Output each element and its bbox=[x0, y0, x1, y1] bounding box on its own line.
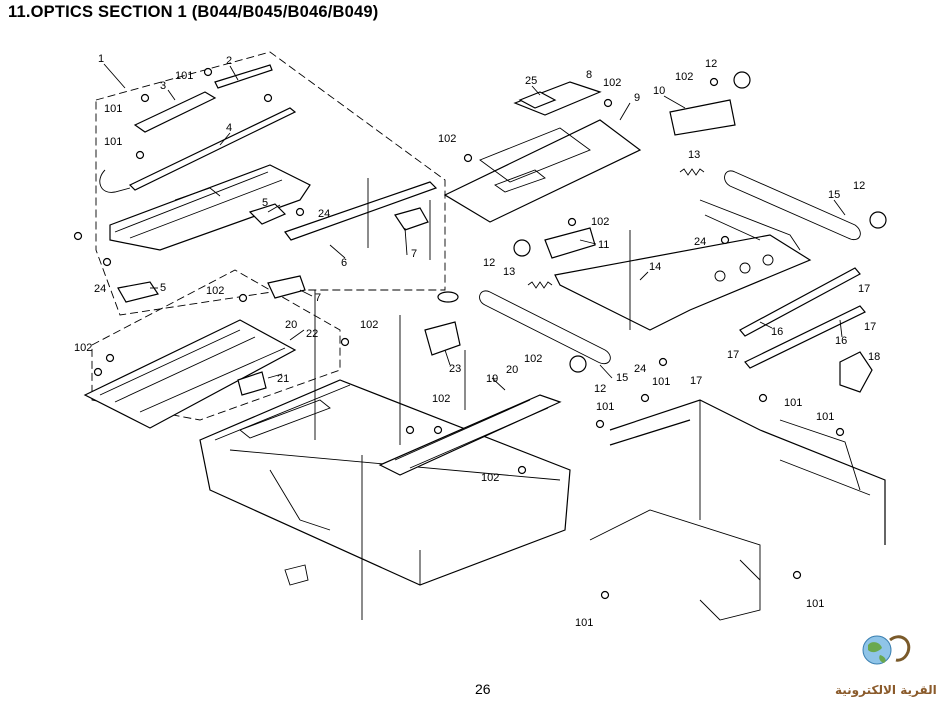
callout-19: 19 bbox=[486, 373, 498, 385]
callout-24-a: 24 bbox=[318, 208, 330, 220]
callout-13-lower: 13 bbox=[503, 266, 515, 278]
callout-102-c: 102 bbox=[360, 319, 378, 331]
callout-1: 1 bbox=[98, 53, 104, 65]
lens-block-23 bbox=[424, 321, 461, 356]
guide-rail-16-upper bbox=[739, 267, 861, 337]
right-frame bbox=[609, 399, 886, 545]
pulley-12-b bbox=[869, 211, 887, 229]
second-carriage-plate-20 bbox=[83, 319, 297, 429]
pulley-12-d bbox=[569, 355, 587, 373]
callout-20-right: 20 bbox=[506, 364, 518, 376]
callout-102-i: 102 bbox=[432, 393, 450, 405]
callout-16-upper: 16 bbox=[771, 326, 783, 338]
callout-22: 22 bbox=[306, 328, 318, 340]
callout-101-i: 101 bbox=[806, 598, 824, 610]
page-title: 11.OPTICS SECTION 1 (B044/B045/B046/B049… bbox=[8, 3, 379, 21]
callout-102-j: 102 bbox=[481, 472, 499, 484]
timing-belt-15-upper bbox=[724, 170, 861, 240]
callout-17-c: 17 bbox=[727, 349, 739, 361]
bracket-11 bbox=[544, 227, 596, 259]
callout-101-d: 101 bbox=[652, 376, 670, 388]
mirror-6 bbox=[284, 181, 438, 241]
screws bbox=[73, 67, 845, 600]
callout-102-g: 102 bbox=[591, 216, 609, 228]
slide-rail-19 bbox=[378, 394, 562, 476]
leader-lines bbox=[103, 63, 846, 391]
callout-8: 8 bbox=[586, 69, 592, 81]
callout-12-c: 12 bbox=[483, 257, 495, 269]
callout-4: 4 bbox=[226, 122, 232, 134]
callout-24-b: 24 bbox=[94, 283, 106, 295]
callout-12-b: 12 bbox=[853, 180, 865, 192]
exposure-lamp-4 bbox=[128, 107, 297, 191]
callout-15-upper: 15 bbox=[828, 189, 840, 201]
callout-101-h: 101 bbox=[575, 617, 593, 629]
callout-102-f: 102 bbox=[675, 71, 693, 83]
callout-7-lower: 7 bbox=[315, 292, 321, 304]
watermark-logo bbox=[862, 635, 911, 665]
callout-101-a: 101 bbox=[175, 70, 193, 82]
callout-102-b: 102 bbox=[74, 342, 92, 354]
bracket-21 bbox=[237, 371, 267, 396]
callout-17-d: 17 bbox=[690, 375, 702, 387]
callout-102-d: 102 bbox=[438, 133, 456, 145]
callout-17-a: 17 bbox=[858, 283, 870, 295]
callout-102-e: 102 bbox=[603, 77, 621, 89]
spring-13-upper bbox=[679, 168, 705, 176]
spring-13-lower bbox=[527, 281, 553, 289]
callout-11: 11 bbox=[598, 239, 609, 251]
callout-2: 2 bbox=[226, 55, 232, 67]
reflector-2 bbox=[214, 64, 273, 89]
callout-18: 18 bbox=[868, 351, 880, 363]
callout-101-b: 101 bbox=[104, 103, 122, 115]
callout-101-g: 101 bbox=[816, 411, 834, 423]
second-scanner-carriage-9 bbox=[443, 119, 642, 223]
pulley-12-c bbox=[513, 239, 531, 257]
bracket-10 bbox=[669, 99, 736, 136]
watermark-text: القرية الالكترونية bbox=[835, 683, 937, 697]
callout-101-f: 101 bbox=[784, 397, 802, 409]
callout-20-left: 20 bbox=[285, 319, 297, 331]
assembly-20-dashed-outline bbox=[91, 269, 341, 421]
callout-24-d: 24 bbox=[634, 363, 646, 375]
guide-rail-16-lower bbox=[744, 305, 866, 369]
callout-5-lower: 5 bbox=[160, 282, 166, 294]
callout-3: 3 bbox=[160, 80, 166, 92]
callout-10: 10 bbox=[653, 85, 665, 97]
callout-102-a: 102 bbox=[206, 285, 224, 297]
callout-7-upper: 7 bbox=[411, 248, 417, 260]
bracket-5-lower bbox=[117, 281, 159, 303]
sensor-25-top bbox=[437, 291, 459, 303]
holder-25 bbox=[518, 91, 557, 109]
callout-6-left: 6 bbox=[341, 257, 347, 269]
callout-12-a: 12 bbox=[705, 58, 717, 70]
callout-101-c: 101 bbox=[104, 136, 122, 148]
optics-frame bbox=[199, 379, 571, 586]
callout-13-upper: 13 bbox=[688, 149, 700, 161]
callout-102-h: 102 bbox=[524, 353, 542, 365]
lamp-holder-3 bbox=[133, 91, 217, 133]
timing-belt-15-lower bbox=[479, 290, 611, 364]
callout-14: 14 bbox=[649, 261, 661, 273]
callout-5-upper: 5 bbox=[262, 197, 268, 209]
callout-25: 25 bbox=[525, 75, 537, 87]
callout-9: 9 bbox=[634, 92, 640, 104]
page-number: 26 bbox=[475, 681, 491, 697]
bracket-7-upper bbox=[394, 207, 429, 231]
pulley-12-a bbox=[733, 71, 751, 89]
end-cap-18 bbox=[839, 351, 873, 393]
callout-23: 23 bbox=[449, 363, 461, 375]
assembly-1-dashed-outline bbox=[95, 51, 446, 316]
callout-16-lower: 16 bbox=[835, 335, 847, 347]
callout-17-b: 17 bbox=[864, 321, 876, 333]
callout-12-d: 12 bbox=[594, 383, 606, 395]
bracket-7-lower bbox=[267, 275, 306, 299]
scanner-drive-plate-14 bbox=[554, 234, 812, 331]
callout-15-lower: 15 bbox=[616, 372, 628, 384]
callout-101-e: 101 bbox=[596, 401, 614, 413]
callout-24-c: 24 bbox=[694, 236, 706, 248]
bracket-5-upper bbox=[248, 203, 287, 225]
callout-21: 21 bbox=[277, 373, 289, 385]
